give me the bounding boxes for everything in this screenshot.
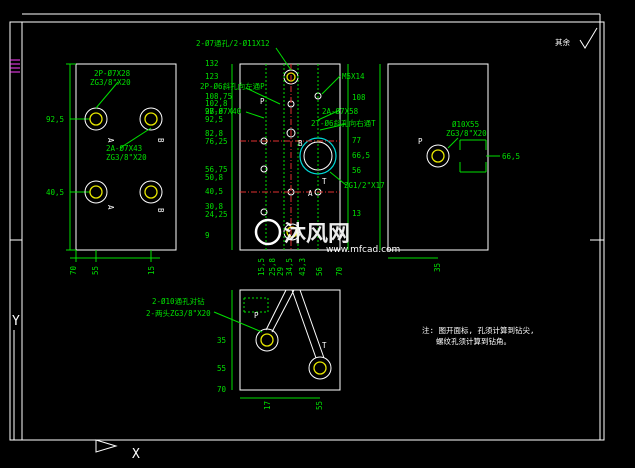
port-a-circle-1 xyxy=(84,180,108,204)
center-left-dim: 97,8 xyxy=(205,107,224,116)
center-bottom-dim: 25,8 xyxy=(268,257,277,276)
center-bottom-dim: 70 xyxy=(335,266,344,276)
bottom-dim-35: 35 xyxy=(217,336,226,345)
bottom-note-2: 2-两头ZG3/8"X20 xyxy=(146,308,211,318)
bottom-letter-t: T xyxy=(322,341,327,350)
center-note-2p: 2P-Ø6斜孔向左通P xyxy=(200,81,265,91)
sheet-border xyxy=(9,21,605,441)
center-bottom-dim: 43,3 xyxy=(298,258,307,276)
front-letter-a1: A xyxy=(106,138,115,143)
front-dim-40-5: 40,5 xyxy=(46,188,64,197)
front-letter-b2: B xyxy=(156,208,165,213)
center-note-zg: ZG1/2"X17 xyxy=(344,181,385,190)
center-left-dim: 132 xyxy=(205,59,219,68)
bottom-dim-17: 17 xyxy=(263,401,272,410)
ucs-y-label: Y xyxy=(12,314,20,329)
ucs-x-label: X xyxy=(132,447,140,462)
bottom-view: 2-Ø10通孔对钻 2-两头ZG3/8"X20 P T 35 55 70 17 … xyxy=(146,289,341,410)
center-note-2a: 2A-Ø7X58 xyxy=(322,107,359,116)
front-note-2p: 2P-Ø7X28 xyxy=(94,69,131,78)
front-note-2a-thread: ZG3/8"X20 xyxy=(106,153,147,162)
right-view-outline xyxy=(387,63,489,251)
bottom-dim-55b: 55 xyxy=(315,401,324,410)
surface-finish-label: 其余 xyxy=(555,37,570,47)
center-note-2t: 2T-Ø6斜孔向右通T xyxy=(311,118,376,128)
center-left-dim: 56,75 xyxy=(205,165,228,174)
right-note-hole: Ø10X55 xyxy=(452,120,479,129)
center-left-dim: 9 xyxy=(205,231,210,240)
bottom-dim-70: 70 xyxy=(217,385,227,394)
right-dim-66-5: 66,5 xyxy=(502,152,520,161)
center-left-dim: 50,8 xyxy=(205,173,224,182)
watermark-url: www.mfcad.com xyxy=(326,245,400,255)
center-right-dim: 108 xyxy=(352,93,366,102)
bottom-dim-55: 55 xyxy=(217,364,226,373)
front-dim-92-5: 92,5 xyxy=(46,115,64,124)
front-letter-a2: A xyxy=(106,205,115,210)
center-left-dim: 40,5 xyxy=(205,187,223,196)
front-dim-55: 55 xyxy=(91,266,100,275)
center-view: 2-Ø7通孔/2-Ø11X12 2P-Ø6斜孔向左通P 2B-Ø7X40 M5X… xyxy=(196,38,385,276)
right-view: Ø10X55 ZG3/8"X20 P 66,5 35 xyxy=(379,63,520,272)
center-bottom-dim: 29 xyxy=(276,267,285,276)
center-right-dim: 77 xyxy=(352,136,361,145)
bottom-port-p xyxy=(255,328,279,352)
note-line-2: 螺纹孔须计算到钻角。 xyxy=(436,336,511,346)
front-view: 2P-Ø7X28 ZG3/8"X20 2A-Ø7X43 ZG3/8"X20 92… xyxy=(46,63,177,275)
right-letter-p: P xyxy=(418,137,423,146)
center-bottom-dim: 56 xyxy=(315,266,324,276)
center-bottom-dim: 34,5 xyxy=(285,258,294,276)
center-bottom-dim: 15,5 xyxy=(257,258,266,276)
surface-finish-symbol xyxy=(579,27,598,49)
center-right-dim: 13 xyxy=(352,209,361,218)
center-letter-b: B xyxy=(298,139,303,148)
front-letter-b1: B xyxy=(156,138,165,143)
center-left-dim: 82,8 xyxy=(205,129,224,138)
front-note-2a: 2A-Ø7X43 xyxy=(106,144,142,153)
center-left-dim: 76,25 xyxy=(205,137,228,146)
watermark: 沐风网 www.mfcad.com xyxy=(254,218,400,255)
center-left-dim: 108,75 xyxy=(205,92,232,101)
center-left-dim: 92,5 xyxy=(205,115,223,124)
bottom-view-outline xyxy=(239,289,341,391)
front-dim-70: 70 xyxy=(69,265,78,275)
center-right-dims: 108 77 66,5 56 13 xyxy=(352,93,370,218)
center-note-m5: M5X14 xyxy=(342,72,365,81)
center-note-2b: 2B-Ø7X40 xyxy=(205,107,242,116)
center-note-top: 2-Ø7通孔/2-Ø11X12 xyxy=(196,38,270,48)
right-note-thread: ZG3/8"X20 xyxy=(446,129,487,138)
front-view-outline xyxy=(75,63,177,251)
port-b-circle-2 xyxy=(139,180,163,204)
ucs-icon: Y X xyxy=(12,314,140,462)
bottom-letter-p: P xyxy=(254,311,259,320)
front-dim-15: 15 xyxy=(147,266,156,275)
bottom-port-t xyxy=(308,356,332,380)
center-right-dim: 66,5 xyxy=(352,151,370,160)
bottom-note-1: 2-Ø10通孔对钻 xyxy=(152,296,205,306)
center-left-dim: 102,8 xyxy=(205,99,228,108)
front-note-2p-thread: ZG3/8"X20 xyxy=(90,78,131,87)
center-view-outline xyxy=(239,63,341,251)
center-left-dim: 123 xyxy=(205,72,219,81)
watermark-brand: 沐风网 xyxy=(284,222,350,247)
center-letter-p: P xyxy=(260,97,265,106)
port-b-circle-1 xyxy=(139,107,163,131)
note-line-1: 注: 图开面标, 孔须计算到钻尖, xyxy=(422,325,535,335)
center-letter-t: T xyxy=(322,177,327,186)
center-left-dim: 30,8 xyxy=(205,202,224,211)
center-right-dim: 56 xyxy=(352,166,362,175)
right-dim-35: 35 xyxy=(433,263,442,272)
center-left-dim: 24,25 xyxy=(205,210,228,219)
right-port-p xyxy=(426,144,450,168)
center-letter-a: A xyxy=(308,189,313,198)
